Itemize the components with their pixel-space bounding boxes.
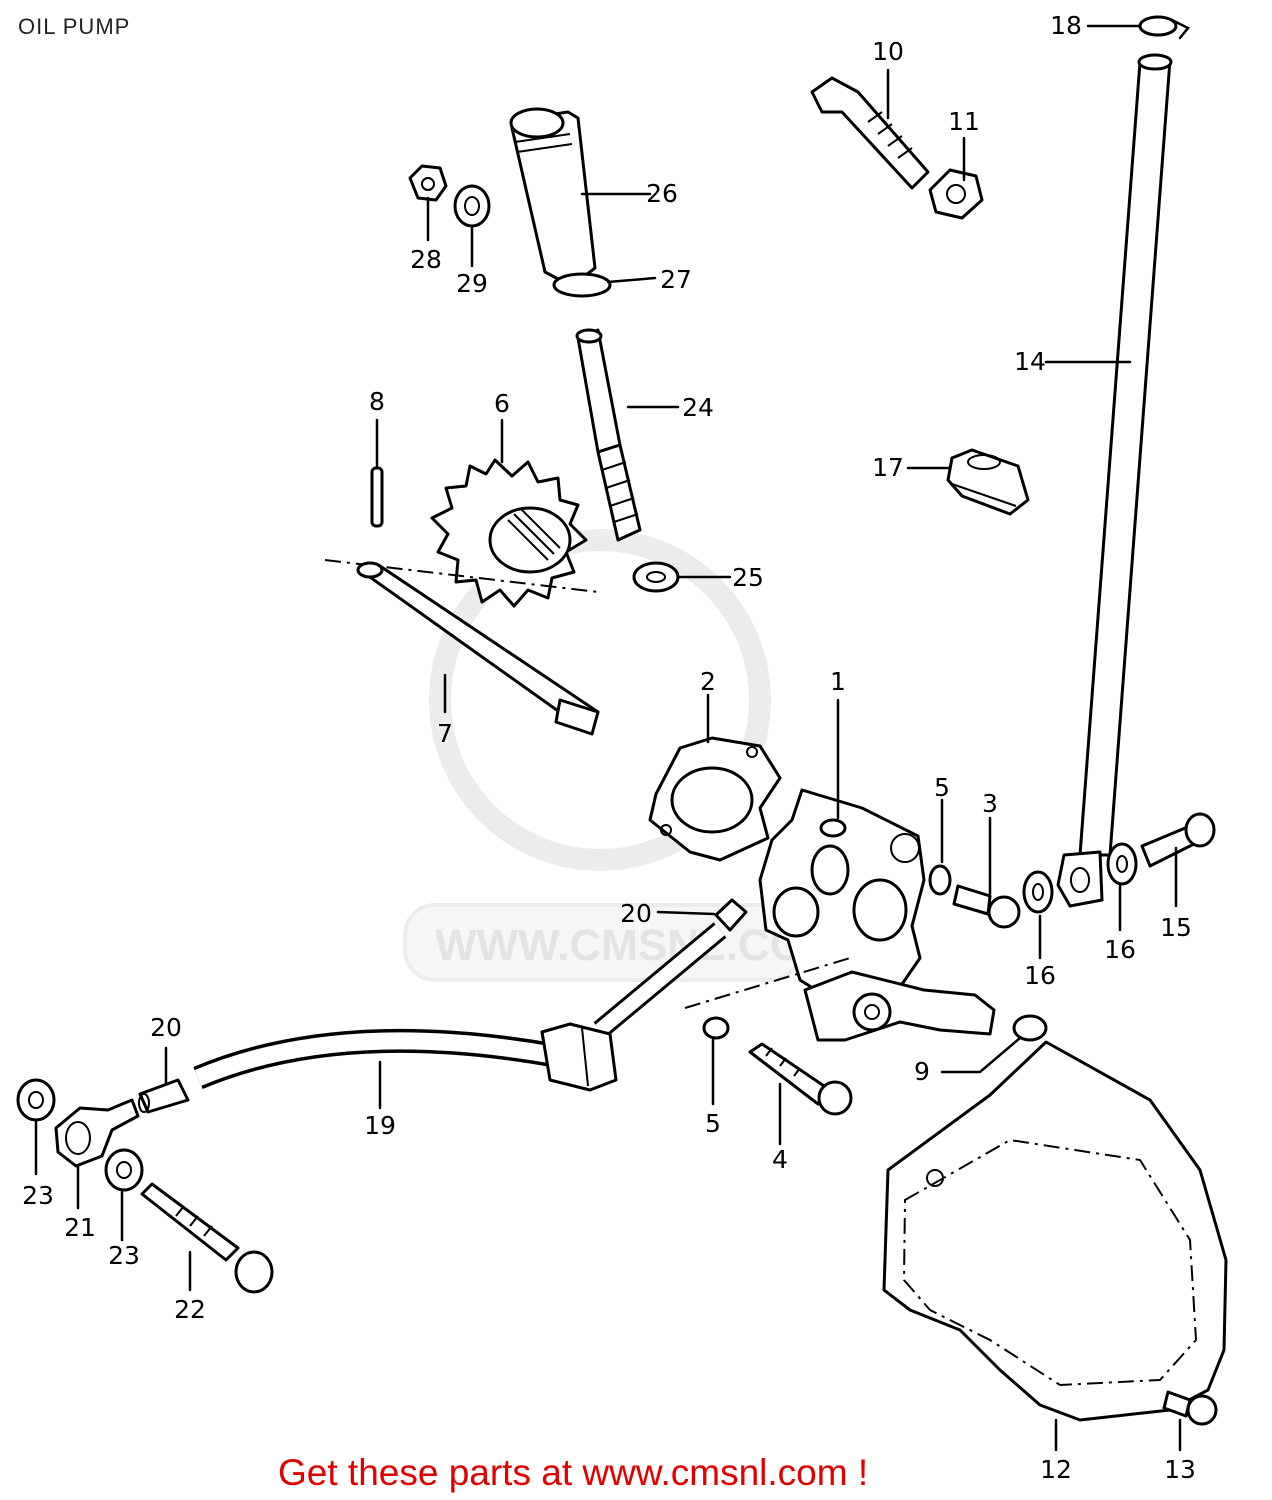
- page-title: OIL PUMP: [18, 14, 131, 39]
- part-25-washer[interactable]: [632, 561, 680, 593]
- callout-25: 25: [732, 563, 764, 592]
- part-18-clip[interactable]: [1138, 15, 1190, 40]
- part-26-sleeve[interactable]: [509, 107, 597, 282]
- part-14-pipe[interactable]: [1078, 53, 1173, 857]
- callout-13: 13: [1164, 1455, 1196, 1484]
- callout-5-upper: 5: [934, 773, 950, 802]
- part-17-grommet[interactable]: [946, 448, 1030, 516]
- pipe-banjo-fitting[interactable]: [1056, 850, 1104, 908]
- part-11-nut[interactable]: [928, 168, 984, 220]
- callout-2: 2: [700, 667, 716, 696]
- part-15-bolt[interactable]: [1140, 812, 1216, 868]
- part-29-washer[interactable]: [453, 184, 491, 228]
- part-13-screw[interactable]: [1162, 1390, 1218, 1426]
- part-10-bolt[interactable]: [810, 76, 930, 190]
- footer-promo-link[interactable]: Get these parts at www.cmsnl.com !: [278, 1452, 869, 1493]
- part-8-pin[interactable]: [370, 466, 384, 528]
- callout-8: 8: [369, 387, 385, 416]
- part-3-screw[interactable]: [952, 884, 1021, 929]
- callout-16-right: 16: [1104, 935, 1136, 964]
- part-23-washer-left[interactable]: [16, 1078, 56, 1122]
- part-27-o-ring[interactable]: [552, 272, 612, 298]
- part-4-screw[interactable]: [748, 1042, 853, 1116]
- callout-20-lower: 20: [150, 1013, 182, 1042]
- part-7-shaft[interactable]: [356, 561, 600, 736]
- callout-28: 28: [410, 245, 442, 274]
- callout-1: 1: [830, 667, 846, 696]
- watermark: WWW.CMSNL.COM: [403, 529, 841, 982]
- callout-4: 4: [772, 1145, 788, 1174]
- callout-10: 10: [872, 37, 904, 66]
- part-23-washer-right[interactable]: [104, 1148, 144, 1192]
- part-16-washer-right[interactable]: [1106, 842, 1138, 886]
- part-16-washer-left[interactable]: [1022, 870, 1054, 914]
- callout-23-left: 23: [22, 1181, 54, 1210]
- part-5-washer-lower[interactable]: [702, 1016, 730, 1040]
- callout-17: 17: [872, 453, 904, 482]
- callout-26: 26: [646, 179, 678, 208]
- part-2-gasket[interactable]: [648, 736, 782, 862]
- callout-5-lower: 5: [705, 1109, 721, 1138]
- callout-3: 3: [982, 789, 998, 818]
- callout-14: 14: [1014, 347, 1046, 376]
- callout-19: 19: [364, 1111, 396, 1140]
- axis-line-2: [684, 957, 851, 1009]
- callout-9: 9: [914, 1057, 930, 1086]
- leader-lines: [34, 24, 1182, 1452]
- callout-20-upper: 20: [620, 899, 652, 928]
- part-6-gear[interactable]: [430, 458, 588, 608]
- callout-27: 27: [660, 265, 692, 294]
- part-5-washer-upper[interactable]: [928, 864, 952, 896]
- callout-6: 6: [494, 389, 510, 418]
- part-19-hose[interactable]: [193, 922, 727, 1092]
- callout-22: 22: [174, 1295, 206, 1324]
- callout-12: 12: [1040, 1455, 1072, 1484]
- callout-23-right: 23: [108, 1241, 140, 1270]
- part-12-cover[interactable]: [882, 1040, 1228, 1422]
- callout-24: 24: [682, 393, 714, 422]
- part-9-clip[interactable]: [1012, 1014, 1048, 1042]
- part-21-banjo[interactable]: [54, 1098, 140, 1168]
- callout-21: 21: [64, 1213, 96, 1242]
- callout-11: 11: [948, 107, 980, 136]
- part-24-shaft[interactable]: [575, 328, 642, 542]
- part-20-clamp-upper[interactable]: [714, 898, 748, 932]
- part-1-pump-body[interactable]: [758, 788, 996, 1042]
- callout-16-left: 16: [1024, 961, 1056, 990]
- callout-numbers: 1 2 3 4 5 5 6 7 8 9 10 11 12 13 14 15 16…: [22, 11, 1196, 1484]
- callout-18: 18: [1050, 11, 1082, 40]
- part-22-bolt[interactable]: [140, 1182, 274, 1294]
- part-28-nut[interactable]: [408, 164, 448, 202]
- callout-7: 7: [437, 719, 453, 748]
- callout-29: 29: [456, 269, 488, 298]
- part-20-clamp-lower[interactable]: [138, 1078, 190, 1114]
- callout-15: 15: [1160, 913, 1192, 942]
